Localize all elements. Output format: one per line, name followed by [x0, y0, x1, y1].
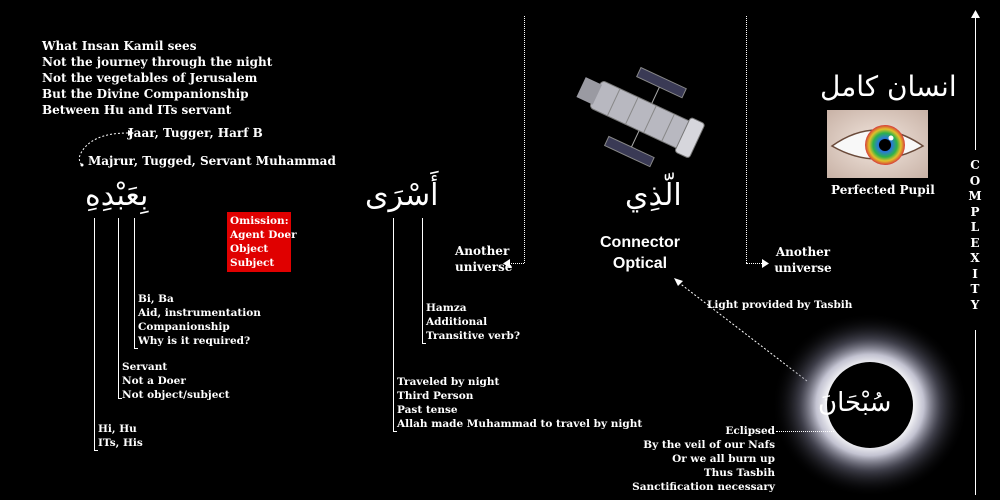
travel-note: Third Person: [397, 390, 474, 402]
complexity-letter: E: [970, 235, 980, 250]
omission-line: Omission:: [230, 215, 289, 227]
another-universe-left: Another universe: [455, 243, 513, 275]
complexity-axis: C O M P L E X I T Y: [968, 158, 982, 313]
complexity-letter: Y: [970, 297, 980, 312]
intro-line: Between Hu and ITs servant: [42, 103, 232, 117]
subhana-note: By the veil of our Nafs: [643, 439, 775, 451]
omission-line: Object: [230, 243, 269, 255]
hamza-note: Hamza: [426, 302, 467, 314]
subhana-notes: Eclipsed By the veil of our Nafs Or we a…: [620, 424, 775, 494]
dotted-line-right: [746, 16, 747, 263]
intro-line: Not the vegetables of Jerusalem: [42, 71, 258, 85]
word-subhana: سُبْحَانَ: [818, 388, 892, 418]
eclipse-image: [772, 313, 968, 497]
another-universe-right: Another universe: [774, 244, 832, 276]
arrow-left-icon: [503, 259, 510, 268]
jaar-majrur-connector: [78, 130, 134, 167]
hamza-note: Additional: [426, 316, 488, 328]
eye-image: [827, 110, 928, 178]
omission-line: Subject: [230, 257, 275, 269]
connector-optical-label: Connector Optical: [585, 232, 695, 274]
subhana-note: Eclipsed: [725, 425, 775, 437]
intro-line: Not the journey through the night: [42, 55, 273, 69]
connector-line: Optical: [612, 255, 668, 272]
jaar-label: Jaar, Tugger, Harf B: [128, 126, 263, 140]
servant-notes: Servant Not a Doer Not object/subject: [122, 360, 230, 402]
bi-note: Companionship: [138, 321, 230, 333]
bracket-servant-tick: [118, 398, 122, 399]
dotted-line-right-h: [746, 263, 764, 264]
complexity-letter: L: [970, 220, 980, 234]
servant-note: Servant: [122, 361, 168, 373]
intro-line: But the Divine Companionship: [42, 87, 249, 101]
word-bi-abdihi: بِعَبْدِهِ: [85, 178, 149, 213]
complexity-letter: P: [970, 204, 980, 219]
servant-note: Not object/subject: [122, 389, 230, 401]
hu-note: ITs, His: [98, 437, 143, 449]
light-arrow: [674, 278, 808, 382]
omission-line: Agent Doer: [230, 229, 297, 241]
arrow-right-icon: [762, 259, 769, 268]
complexity-arrow-icon: [971, 10, 980, 18]
complexity-letter: M: [968, 189, 982, 203]
hu-note: Hi, Hu: [98, 423, 137, 435]
complexity-letter: I: [972, 266, 978, 281]
connector-line: Connector: [600, 234, 680, 251]
perfected-pupil-caption: Perfected Pupil: [831, 183, 935, 197]
complexity-letter: O: [969, 173, 981, 188]
word-asra: أَسْرَى: [365, 178, 439, 213]
intro-line: What Insan Kamil sees: [42, 39, 197, 53]
majrur-label: Majrur, Tugged, Servant Muhammad: [88, 154, 336, 168]
bracket-travel: [393, 218, 394, 431]
another-universe-line: universe: [774, 261, 832, 275]
another-universe-line: Another: [775, 245, 831, 259]
hu-notes: Hi, Hu ITs, His: [98, 422, 143, 450]
subhana-note: Sanctification necessary: [632, 481, 775, 493]
bi-note: Aid, instrumentation: [138, 307, 261, 319]
another-universe-line: Another: [455, 244, 510, 258]
complexity-arrow-bottom: [975, 330, 976, 495]
complexity-letter: C: [970, 158, 980, 172]
intro-text: What Insan Kamil sees Not the journey th…: [42, 38, 272, 118]
bracket-hamza-tick: [422, 343, 426, 344]
bracket-bi: [134, 218, 135, 348]
travel-note: Traveled by night: [397, 376, 500, 388]
complexity-arrow-line: [975, 16, 976, 150]
hamza-note: Transitive verb?: [426, 330, 521, 342]
bracket-hu: [94, 218, 95, 450]
complexity-letter: X: [970, 251, 980, 265]
omission-box: Omission: Agent Doer Object Subject: [227, 212, 297, 272]
telescope-image: [576, 66, 705, 168]
bi-note: Bi, Ba: [138, 293, 174, 305]
travel-note: Past tense: [397, 404, 458, 416]
subhana-note: Thus Tasbih: [703, 467, 775, 479]
light-note: Light provided by Tasbih: [707, 299, 853, 311]
word-alladhi: الّذِي: [625, 178, 682, 213]
travel-note: Allah made Muhammad to travel by night: [397, 418, 643, 430]
bracket-bi-tick: [134, 348, 138, 349]
bi-note: Why is it required?: [138, 335, 251, 347]
insan-kamil-title: انسان كامل: [820, 70, 957, 103]
bracket-hamza: [422, 218, 423, 343]
hamza-notes: Hamza Additional Transitive verb?: [426, 301, 520, 343]
travel-notes: Traveled by night Third Person Past tens…: [397, 375, 642, 431]
dotted-line-left-h: [508, 263, 524, 264]
subhana-note: Or we all burn up: [672, 453, 775, 465]
eclipsed-connector: [776, 431, 834, 432]
bracket-travel-tick: [393, 431, 397, 432]
servant-note: Not a Doer: [122, 375, 186, 387]
dotted-line-left: [524, 16, 525, 263]
bracket-hu-tick: [94, 450, 98, 451]
another-universe-line: universe: [455, 260, 513, 274]
bracket-servant: [118, 218, 119, 398]
bi-notes: Bi, Ba Aid, instrumentation Companionshi…: [138, 292, 261, 348]
complexity-letter: T: [970, 282, 980, 296]
